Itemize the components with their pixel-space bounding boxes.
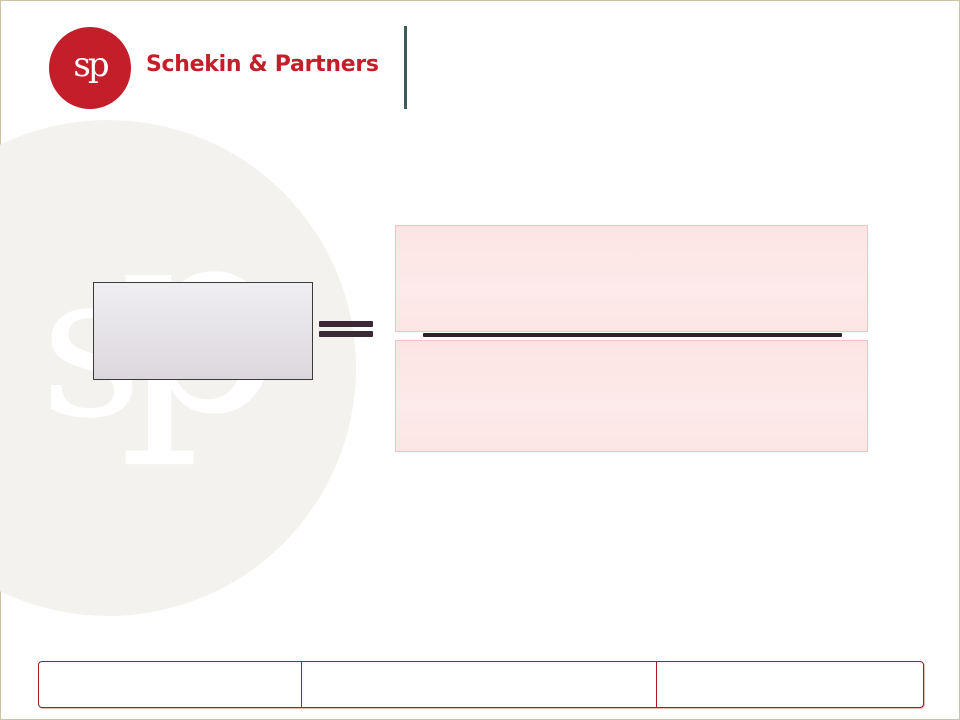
fraction-line — [423, 333, 842, 337]
equals-bar-top — [319, 321, 373, 327]
company-logo[interactable]: sp — [49, 27, 131, 109]
equals-bar-bottom — [319, 331, 373, 337]
footer-cell-left — [39, 662, 302, 707]
footer-bar — [38, 661, 924, 708]
logo-text: sp — [73, 45, 109, 85]
header-divider — [404, 26, 407, 109]
diagram-denominator-box — [395, 340, 868, 452]
company-name: Schekin & Partners — [146, 52, 379, 77]
footer-cell-right — [657, 662, 923, 707]
diagram-numerator-box — [395, 225, 868, 332]
diagram-left-box — [93, 282, 313, 380]
footer-cell-center — [302, 662, 657, 707]
equals-sign — [319, 321, 373, 337]
